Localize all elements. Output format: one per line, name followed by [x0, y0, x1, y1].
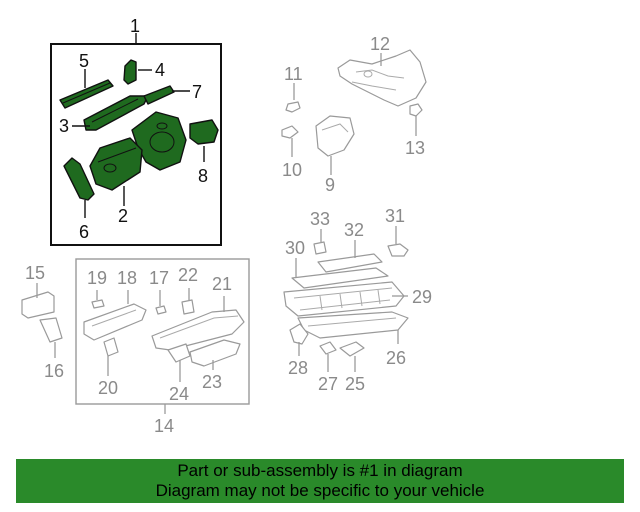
part-18-shape[interactable] — [83, 303, 147, 341]
callout-10: 10 — [282, 160, 302, 180]
part-12-shape[interactable] — [337, 49, 427, 107]
callout-33: 33 — [310, 209, 330, 229]
assembly-14-frame — [75, 258, 250, 405]
callout-26: 26 — [386, 348, 406, 368]
callout-14: 14 — [154, 416, 174, 436]
banner-line-1: Part or sub-assembly is #1 in diagram — [177, 461, 463, 480]
part-10-shape[interactable] — [281, 125, 299, 139]
part-8-shape[interactable] — [189, 119, 219, 145]
callout-23: 23 — [202, 372, 222, 392]
callout-22: 22 — [178, 265, 198, 285]
assembly-1-group: 1 5 4 3 7 8 2 6 — [50, 16, 222, 246]
part-17-shape[interactable] — [155, 305, 167, 315]
callout-13: 13 — [405, 138, 425, 158]
callout-31: 31 — [385, 206, 405, 226]
part-19-shape[interactable] — [91, 299, 105, 309]
part-2-shape[interactable] — [89, 137, 143, 191]
callout-1: 1 — [130, 16, 140, 36]
part-3-shape[interactable] — [83, 95, 149, 131]
callout-8: 8 — [198, 166, 208, 186]
part-24-shape[interactable] — [167, 343, 191, 363]
callout-20: 20 — [98, 378, 118, 398]
callout-3: 3 — [59, 116, 69, 136]
callout-12: 12 — [370, 34, 390, 54]
callout-32: 32 — [344, 220, 364, 240]
callout-15: 15 — [25, 263, 45, 283]
callout-11: 11 — [284, 64, 303, 84]
callout-17: 17 — [149, 268, 169, 288]
part-23-shape[interactable] — [189, 339, 241, 367]
part-4-shape[interactable] — [123, 59, 137, 85]
part-30-shape[interactable] — [291, 267, 389, 289]
callout-16: 16 — [44, 361, 64, 381]
callout-5: 5 — [79, 51, 89, 71]
part-6-shape[interactable] — [63, 157, 95, 201]
callout-4: 4 — [155, 60, 165, 80]
callout-9: 9 — [325, 175, 335, 195]
left-middle-group: 15 16 — [21, 263, 64, 381]
callout-30: 30 — [285, 238, 305, 258]
callout-6: 6 — [79, 222, 89, 242]
upper-right-group: 12 11 13 10 9 — [281, 34, 427, 195]
assembly-14-group: 19 18 17 22 21 20 24 23 14 — [75, 258, 250, 436]
part-15-shape[interactable] — [21, 291, 55, 319]
part-22-shape[interactable] — [181, 299, 195, 315]
right-lower-group: 33 31 32 30 29 26 28 27 25 — [283, 206, 432, 394]
part-33-shape[interactable] — [313, 241, 327, 255]
callout-25: 25 — [345, 374, 365, 394]
part-16-shape[interactable] — [39, 317, 63, 343]
part-5-shape[interactable] — [59, 79, 114, 109]
part-9-shape[interactable] — [315, 115, 355, 157]
part-7-shape[interactable] — [143, 85, 175, 105]
callout-2: 2 — [118, 206, 128, 226]
callout-27: 27 — [318, 374, 338, 394]
callout-19: 19 — [87, 268, 107, 288]
callout-24: 24 — [169, 384, 189, 404]
part-27-shape[interactable] — [319, 341, 337, 355]
callout-21: 21 — [212, 274, 232, 294]
callout-18: 18 — [117, 268, 137, 288]
part-21-shape[interactable] — [151, 309, 245, 351]
part-13-shape[interactable] — [409, 103, 423, 117]
part-31-shape[interactable] — [387, 243, 409, 257]
callout-7: 7 — [192, 82, 202, 102]
callout-28: 28 — [288, 358, 308, 378]
callout-29: 29 — [412, 287, 432, 307]
banner-line-2: Diagram may not be specific to your vehi… — [155, 481, 485, 500]
part-11-shape[interactable] — [285, 101, 301, 113]
part-29-shape[interactable] — [283, 281, 405, 317]
part-20-shape[interactable] — [103, 337, 119, 357]
part-25-shape[interactable] — [339, 341, 365, 357]
info-banner: Part or sub-assembly is #1 in diagram Di… — [16, 459, 624, 503]
part-28-shape[interactable] — [289, 323, 309, 345]
